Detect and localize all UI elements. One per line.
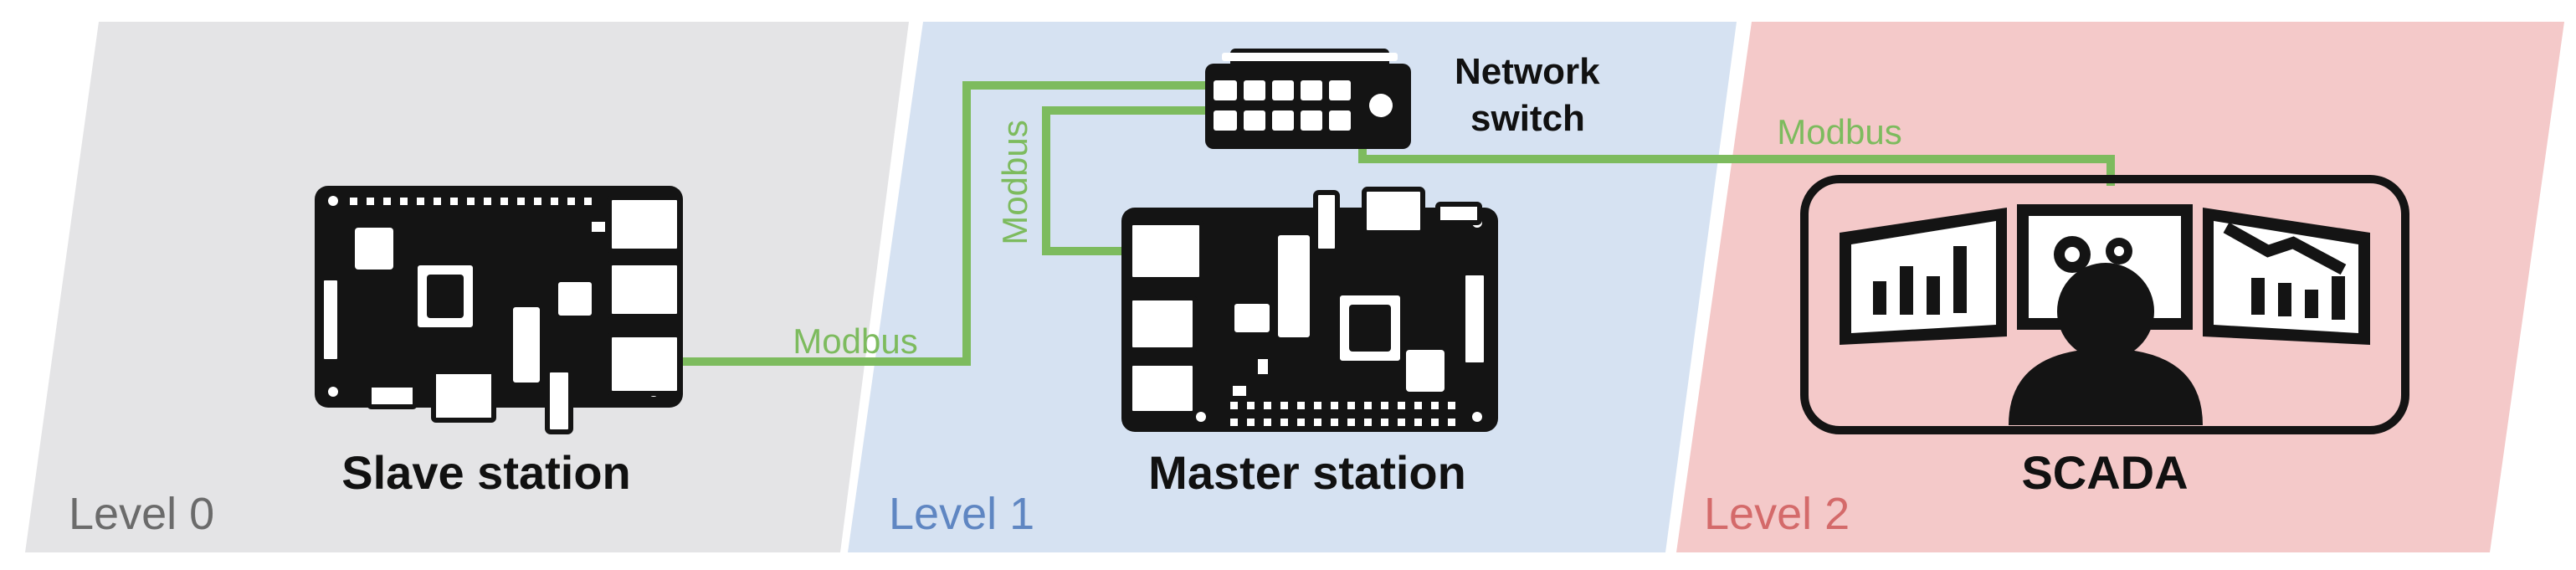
scada-label: SCADA [2021, 446, 2188, 499]
master-station-label: Master station [1148, 446, 1466, 499]
modbus-label-slave-link: Modbus [793, 321, 917, 361]
scada-operator-monitors-icon [1800, 175, 2409, 434]
master-station-board-icon [1121, 187, 1498, 432]
level-1-label: Level 1 [889, 489, 1034, 539]
modbus-label-scada-link: Modbus [1777, 112, 1901, 151]
network-switch-label-line1: Network [1455, 51, 1600, 92]
slave-station-board-icon [315, 186, 683, 434]
network-switch-icon [1205, 49, 1411, 149]
level-2-label: Level 2 [1704, 489, 1850, 539]
slave-station-label: Slave station [341, 446, 630, 499]
modbus-link-switch-master [1042, 106, 1205, 255]
modbus-link-slave-switch [680, 81, 1205, 366]
modbus-label-master-link: Modbus [995, 120, 1034, 244]
level-0-label: Level 0 [69, 489, 214, 539]
network-switch-label-line2: switch [1470, 98, 1585, 139]
